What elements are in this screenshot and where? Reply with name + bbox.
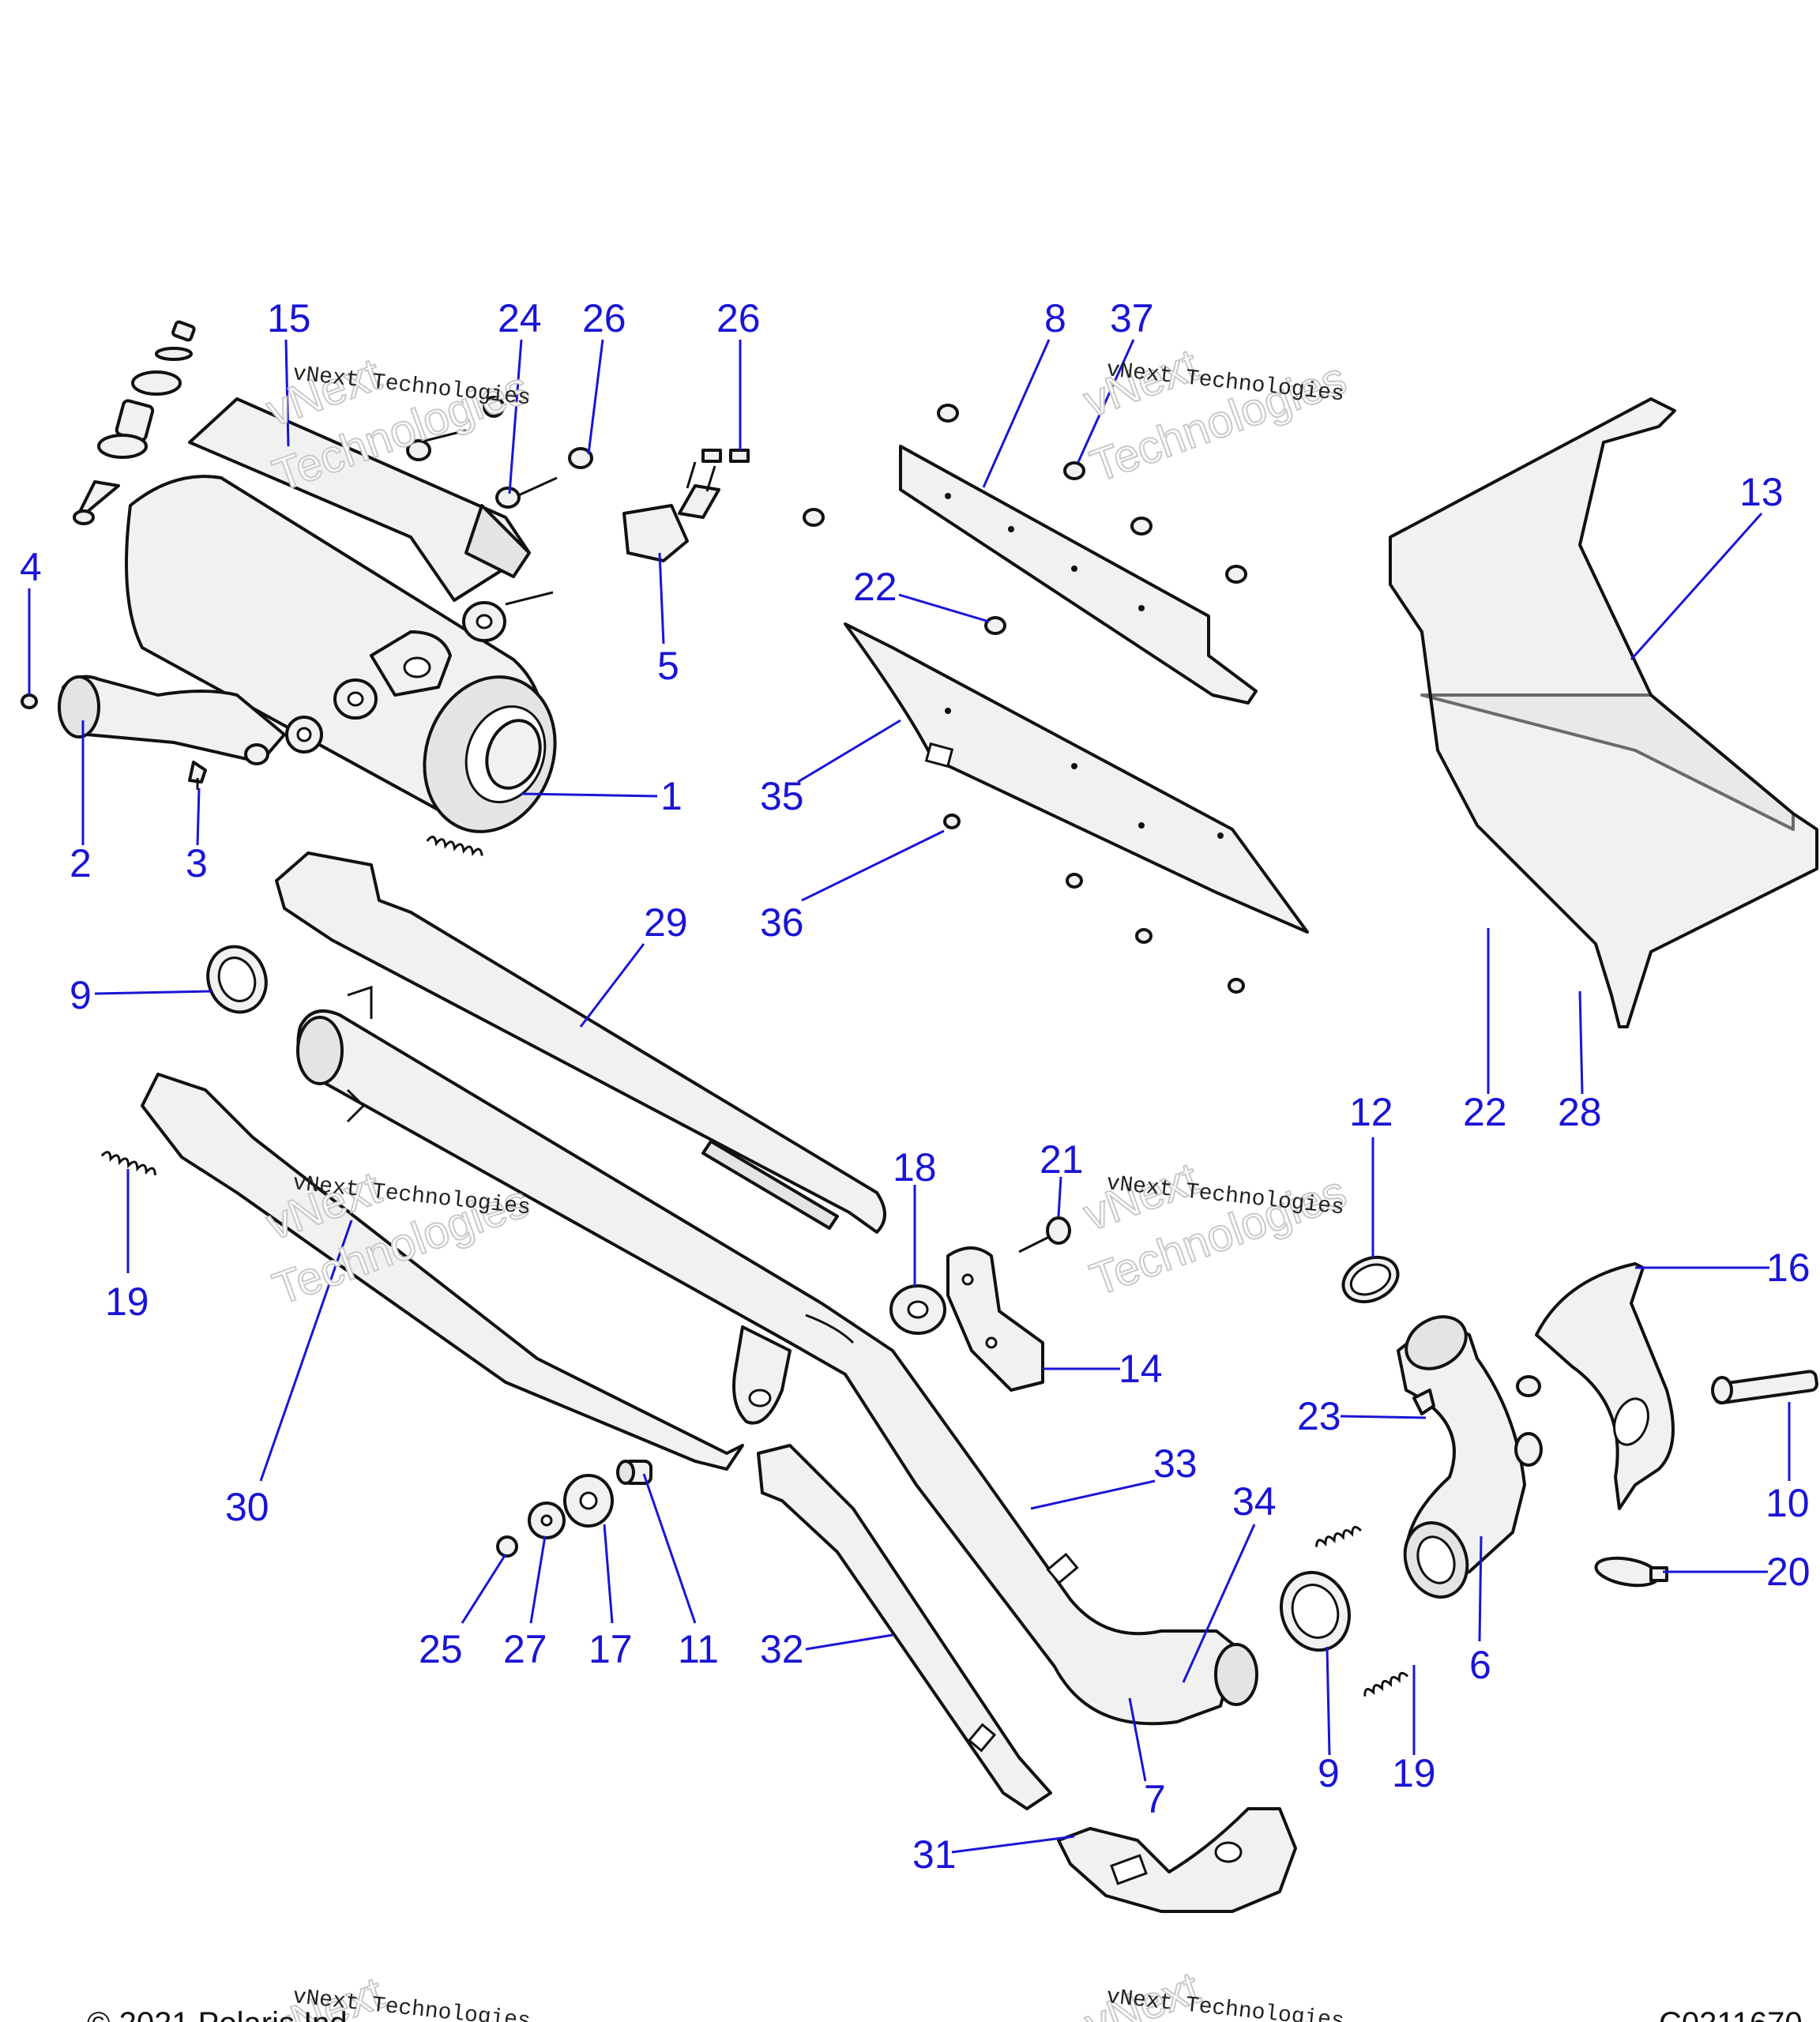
callout-26: 26 [716,296,761,340]
callout-8: 8 [1044,296,1066,340]
callout-32: 32 [760,1627,804,1671]
springs [100,836,1409,1697]
heat-shield-16 [1535,1262,1675,1510]
callout-28: 28 [1558,1090,1602,1134]
heat-shield-muffler [188,397,531,602]
callout-9: 9 [1318,1751,1340,1795]
grommet-18 [889,1284,946,1335]
heat-shield-31 [1057,1807,1297,1913]
callout-11: 11 [678,1627,719,1671]
callout-30: 30 [225,1485,269,1529]
muffler [125,475,557,833]
callout-6: 6 [1469,1643,1491,1687]
watermark-6: vNext vNext Technologies [1077,1961,1345,2022]
callout-37: 37 [1110,296,1154,340]
fasteners [21,396,593,790]
callout-31: 31 [912,1832,957,1877]
heat-shield-29 [275,851,886,1234]
exhaust-pipe-33 [296,985,1258,1726]
callout-26: 26 [582,296,626,340]
gasket-12 [1341,1255,1400,1304]
watermark-2: vNext Technologies vNext Technologies [1076,338,1353,493]
callout-9: 9 [70,973,92,1017]
callout-23: 23 [1297,1394,1341,1438]
callout-4: 4 [20,545,42,589]
muffler-inlet-pipe [58,675,323,765]
callout-27: 27 [503,1627,547,1671]
callout-7: 7 [1144,1777,1166,1821]
callout-18: 18 [893,1145,937,1190]
callout-35: 35 [760,774,804,818]
bracket-5 [622,449,750,562]
callout-17: 17 [588,1627,633,1671]
heat-shield-30 [141,1073,744,1471]
ring-9-top [206,945,268,1014]
bracket-14 [946,1246,1044,1392]
o2-sensor-10 [1711,1370,1818,1405]
callout-12: 12 [1349,1090,1393,1134]
callout-1: 1 [660,774,682,818]
callout-29: 29 [644,900,688,945]
footer-figure-code: C0211670 [1659,2006,1803,2022]
heat-shield-32 [757,1444,1052,1810]
bolt-21 [1018,1216,1071,1253]
callout-22: 22 [853,565,897,609]
callout-34: 34 [1232,1479,1277,1524]
callout-22: 22 [1463,1090,1507,1134]
callout-19: 19 [1392,1751,1436,1795]
footer: © 2021 Polaris Ind C0211670 [87,2006,1803,2022]
callout-10: 10 [1765,1481,1810,1525]
ring-9-bottom [1279,1570,1352,1652]
washers-spacers [496,1460,652,1558]
callout-20: 20 [1766,1550,1811,1594]
mount-hardware-stack [73,320,196,525]
callout-15: 15 [267,296,311,340]
callout-33: 33 [1153,1441,1198,1486]
nuts-scattered [803,404,1247,994]
clamp-20 [1594,1556,1668,1588]
callout-5: 5 [657,644,679,688]
watermark-4: vNext Technologies vNext Technologies [1076,1152,1353,1306]
callout-3: 3 [186,841,208,885]
callout-19: 19 [105,1280,149,1324]
callout-14: 14 [1119,1347,1163,1391]
callout-2: 2 [70,841,92,885]
callout-21: 21 [1040,1137,1084,1182]
callout-16: 16 [1766,1246,1811,1290]
head-pipe-6 [1397,1315,1543,1599]
bracket-35 [844,622,1309,934]
callout-labels: 15 24 26 26 8 37 13 4 22 5 1 35 2 3 29 3… [20,296,1811,1877]
callout-36: 36 [760,900,804,945]
callout-13: 13 [1739,470,1784,514]
heat-plate-13 [1389,397,1818,1028]
bracket-rail-8 [899,445,1258,705]
callout-25: 25 [419,1627,463,1671]
leader-lines [28,339,1791,1854]
footer-copyright: © 2021 Polaris Ind [87,2006,348,2022]
callout-24: 24 [498,296,542,340]
